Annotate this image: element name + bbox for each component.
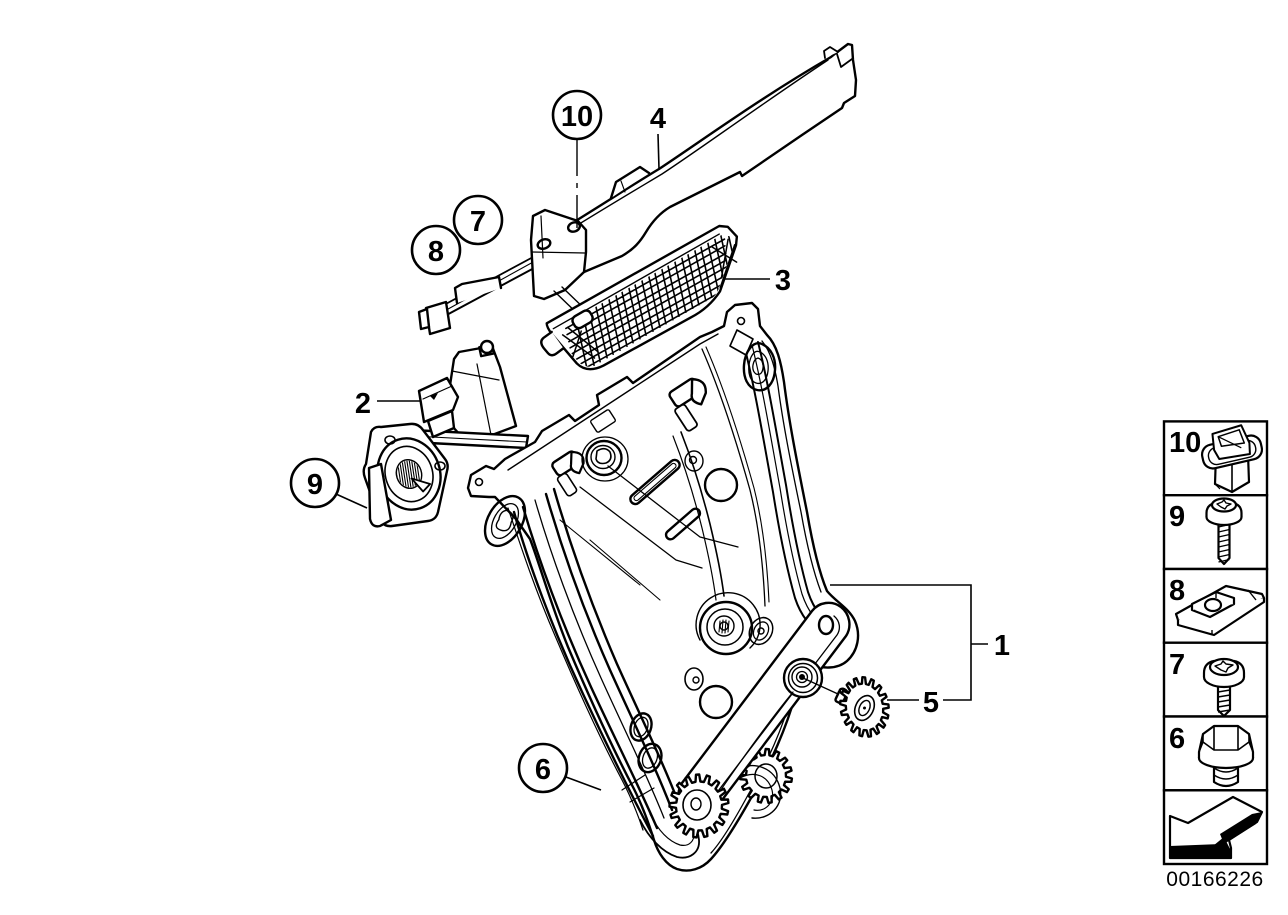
svg-text:8: 8	[428, 236, 444, 268]
svg-text:9: 9	[307, 469, 323, 501]
svg-text:3: 3	[775, 265, 791, 297]
svg-text:7: 7	[470, 206, 486, 238]
svg-text:1: 1	[994, 630, 1010, 662]
svg-text:5: 5	[923, 687, 939, 719]
svg-text:2: 2	[355, 388, 371, 420]
svg-text:6: 6	[535, 754, 551, 786]
svg-text:10: 10	[561, 101, 593, 133]
svg-text:8: 8	[1169, 575, 1185, 607]
svg-text:00166226: 00166226	[1166, 868, 1263, 891]
svg-text:7: 7	[1169, 649, 1185, 681]
svg-text:10: 10	[1169, 427, 1201, 459]
svg-text:4: 4	[650, 103, 666, 135]
svg-text:9: 9	[1169, 501, 1185, 533]
svg-text:6: 6	[1169, 723, 1185, 755]
